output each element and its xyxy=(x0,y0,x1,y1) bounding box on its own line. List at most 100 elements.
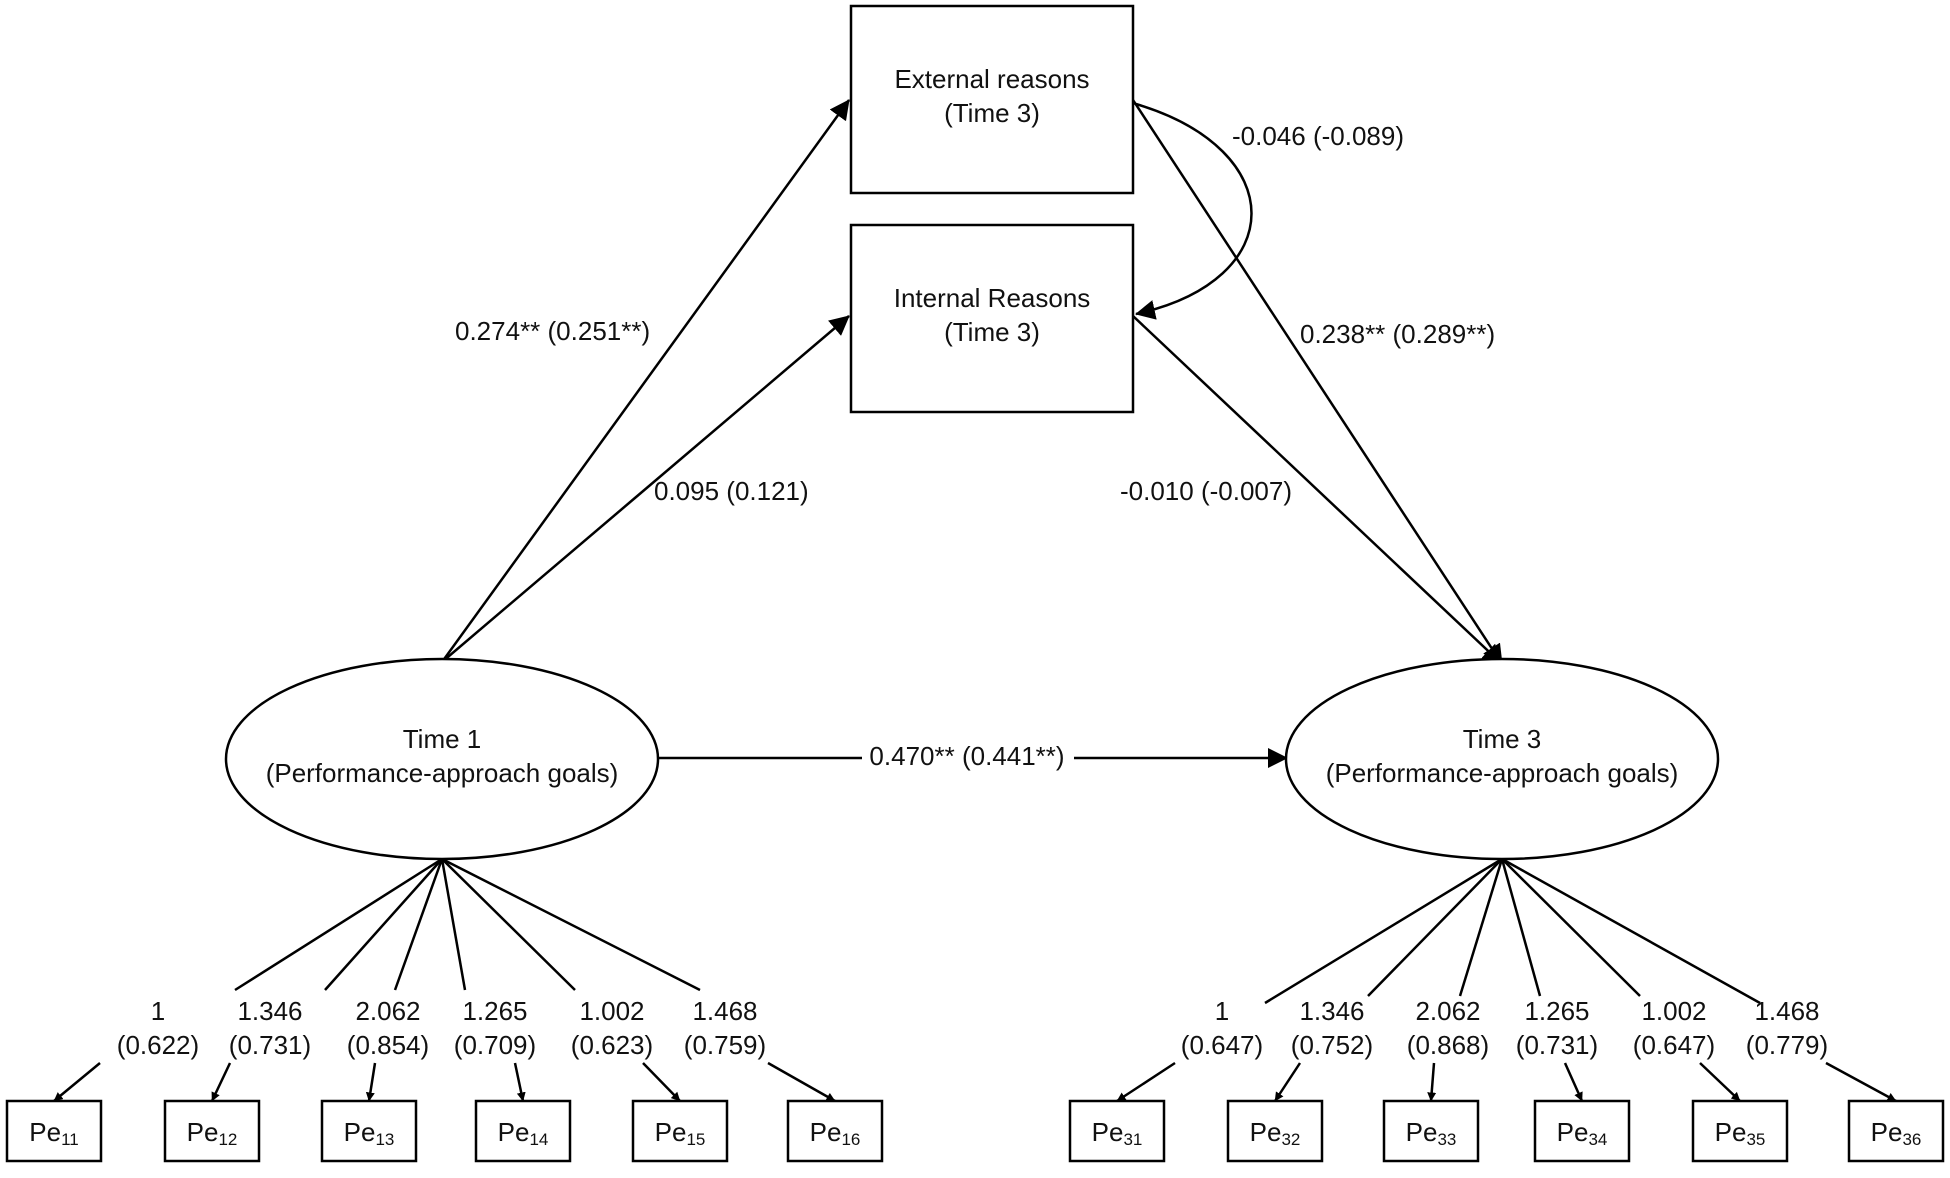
indicator-arrow xyxy=(1116,1061,1176,1103)
loading-value: 1.346 xyxy=(237,996,302,1026)
coef-t1-to-internal: 0.095 (0.121) xyxy=(654,476,809,506)
loading-value: 1.265 xyxy=(1524,996,1589,1026)
coef-t1-to-t3-bg xyxy=(862,740,1074,774)
indicator-arrow xyxy=(1273,1062,1302,1102)
indicator-label: Pe34 xyxy=(1557,1117,1608,1149)
coef-internal-to-t3: -0.010 (-0.007) xyxy=(1120,476,1292,506)
loading-line xyxy=(440,858,467,991)
standardized-loading: (0.647) xyxy=(1633,1030,1715,1060)
loading-line xyxy=(1458,858,1504,997)
loading-value: 1 xyxy=(1215,996,1229,1026)
loading-value: 1.346 xyxy=(1299,996,1364,1026)
time3-label-2: (Performance-approach goals) xyxy=(1326,758,1679,788)
loading-value: 1 xyxy=(151,996,165,1026)
internal-reasons-label-1: Internal Reasons xyxy=(894,283,1091,313)
indicator-arrow xyxy=(1825,1061,1897,1103)
time3-latent-ellipse xyxy=(1284,657,1720,861)
standardized-loading: (0.752) xyxy=(1291,1030,1373,1060)
loading-line xyxy=(324,858,443,991)
coef-t1-to-t3: 0.470** (0.441**) xyxy=(869,741,1064,771)
indicator-box xyxy=(5,1099,103,1163)
coef-external-to-t3: 0.238** (0.289**) xyxy=(1300,319,1495,349)
path-t1-to-external xyxy=(440,99,851,663)
indicator-box xyxy=(1068,1099,1166,1163)
indicator-box xyxy=(1533,1099,1631,1163)
loading-value: 2.062 xyxy=(355,996,420,1026)
coef-covariance: -0.046 (-0.089) xyxy=(1232,121,1404,151)
loading-line xyxy=(1367,858,1503,997)
time1-label-2: (Performance-approach goals) xyxy=(266,758,619,788)
indicator-label: Pe35 xyxy=(1715,1117,1766,1149)
indicator-label: Pe15 xyxy=(655,1117,706,1149)
indicator-label: Pe32 xyxy=(1250,1117,1301,1149)
measurement-lines xyxy=(53,857,1897,1103)
indicator-box xyxy=(1691,1099,1789,1163)
indicator-arrow xyxy=(365,1062,377,1102)
indicator-label: Pe31 xyxy=(1092,1117,1143,1149)
indicator-arrow xyxy=(1563,1062,1584,1102)
loading-value: 1.468 xyxy=(1754,996,1819,1026)
loading-line xyxy=(441,858,576,991)
indicator-label: Pe14 xyxy=(498,1117,549,1149)
indicator-box xyxy=(1847,1099,1945,1163)
indicator-label: Pe36 xyxy=(1871,1117,1922,1149)
path-external-to-t3 xyxy=(1131,99,1504,665)
standardized-loading: (0.868) xyxy=(1407,1030,1489,1060)
internal-reasons-box xyxy=(849,223,1135,414)
indicator-arrow xyxy=(1427,1062,1437,1102)
indicator-label: Pe33 xyxy=(1406,1117,1457,1149)
indicator-arrow xyxy=(642,1062,681,1102)
loading-line xyxy=(393,858,444,991)
external-reasons-box xyxy=(849,4,1135,195)
loading-line xyxy=(1264,857,1503,1005)
indicator-arrow xyxy=(53,1062,101,1102)
loading-line xyxy=(234,857,443,992)
indicator-arrow xyxy=(210,1062,232,1102)
indicator-arrow xyxy=(767,1061,836,1103)
standardized-loading: (0.647) xyxy=(1181,1030,1263,1060)
indicator-arrow xyxy=(513,1062,526,1102)
standardized-loading: (0.854) xyxy=(347,1030,429,1060)
standardized-loading: (0.759) xyxy=(684,1030,766,1060)
path-t1-to-internal xyxy=(441,315,850,663)
standardized-loading: (0.622) xyxy=(117,1030,199,1060)
standardized-loading: (0.731) xyxy=(229,1030,311,1060)
standardized-loading: (0.731) xyxy=(1516,1030,1598,1060)
indicator-box xyxy=(1382,1099,1480,1163)
indicator-label: Pe13 xyxy=(344,1117,395,1149)
covariance-arc xyxy=(1114,88,1253,320)
indicator-arrow xyxy=(1699,1062,1741,1102)
indicator-label: Pe11 xyxy=(29,1117,78,1149)
loading-value: 1.468 xyxy=(692,996,757,1026)
internal-reasons-label-2: (Time 3) xyxy=(944,317,1040,347)
indicator-box xyxy=(163,1099,261,1163)
indicator-box xyxy=(1226,1099,1324,1163)
coef-t1-to-external: 0.274** (0.251**) xyxy=(455,316,650,346)
standardized-loading: (0.779) xyxy=(1746,1030,1828,1060)
indicator-label: Pe16 xyxy=(810,1117,861,1149)
external-reasons-label-2: (Time 3) xyxy=(944,98,1040,128)
loading-line xyxy=(441,857,701,992)
standardized-loading: (0.623) xyxy=(571,1030,653,1060)
time1-indicators: 1 (0.622) Pe11 1.346 (0.731) Pe12 2.062 (0.854)… xyxy=(5,996,884,1163)
loading-value: 1.002 xyxy=(579,996,644,1026)
time3-label-1: Time 3 xyxy=(1463,724,1542,754)
indicator-label: Pe12 xyxy=(187,1117,238,1149)
external-reasons-label-1: External reasons xyxy=(894,64,1089,94)
time1-latent-ellipse xyxy=(224,657,660,861)
indicator-box xyxy=(320,1099,418,1163)
indicator-box xyxy=(786,1099,884,1163)
standardized-loading: (0.709) xyxy=(454,1030,536,1060)
loading-line xyxy=(1501,857,1761,1005)
loading-value: 2.062 xyxy=(1415,996,1480,1026)
time3-indicators: 1 (0.647) Pe31 1.346 (0.752) Pe32 2.062 (0.868)… xyxy=(1068,996,1945,1163)
loading-value: 1.002 xyxy=(1641,996,1706,1026)
path-internal-to-t3 xyxy=(1132,315,1503,665)
loading-value: 1.265 xyxy=(462,996,527,1026)
indicator-box xyxy=(631,1099,729,1163)
indicator-box xyxy=(474,1099,572,1163)
loading-line xyxy=(1501,858,1641,997)
time1-label-1: Time 1 xyxy=(403,724,482,754)
